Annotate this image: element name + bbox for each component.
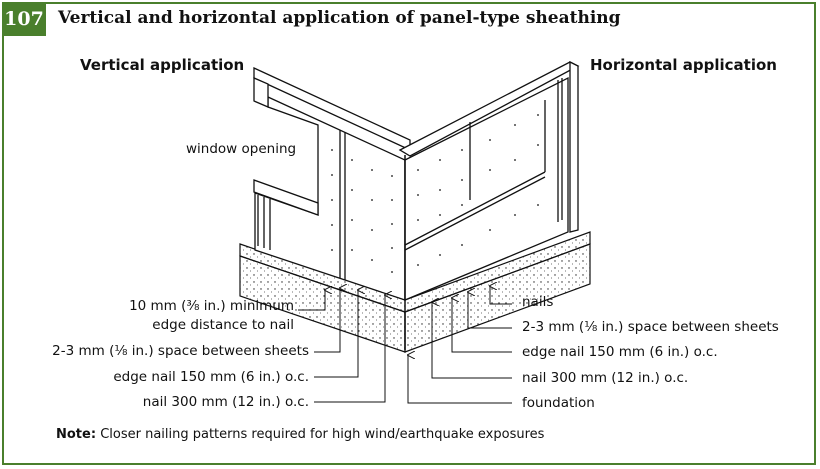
heading-horizontal-application: Horizontal application <box>590 56 777 74</box>
figure-note: Note: Closer nailing patterns required f… <box>56 427 544 442</box>
right-wall <box>398 60 580 301</box>
label-right-space-between-sheets: 2-3 mm (⅛ in.) space between sheets <box>522 319 779 335</box>
label-nails: nails <box>522 294 554 310</box>
label-foundation: foundation <box>522 395 595 411</box>
right-leaders <box>408 286 512 404</box>
label-left-space-between-sheets: 2-3 mm (⅛ in.) space between sheets <box>52 343 309 359</box>
left-wall-nails <box>331 149 393 273</box>
figure-number: 107 <box>2 2 46 36</box>
note-label: Note: <box>56 427 97 442</box>
label-edge-distance-line1: 10 mm (⅜ in.) minimum <box>129 298 294 314</box>
left-leaders <box>298 288 385 403</box>
foundation-slab <box>239 231 591 353</box>
label-window-opening: window opening <box>186 141 297 157</box>
left-wall <box>253 66 411 301</box>
heading-vertical-application: Vertical application <box>80 56 245 74</box>
label-left-edge-nail: edge nail 150 mm (6 in.) o.c. <box>113 369 309 385</box>
label-right-edge-nail: edge nail 150 mm (6 in.) o.c. <box>522 344 718 360</box>
right-wall-nails <box>417 114 539 266</box>
label-left-nail-spacing: nail 300 mm (12 in.) o.c. <box>142 394 309 410</box>
figure-title: Vertical and horizontal application of p… <box>58 8 621 28</box>
label-right-nail-spacing: nail 300 mm (12 in.) o.c. <box>522 370 689 386</box>
note-text: Closer nailing patterns required for hig… <box>100 427 545 442</box>
label-edge-distance-line2: edge distance to nail <box>152 317 294 333</box>
